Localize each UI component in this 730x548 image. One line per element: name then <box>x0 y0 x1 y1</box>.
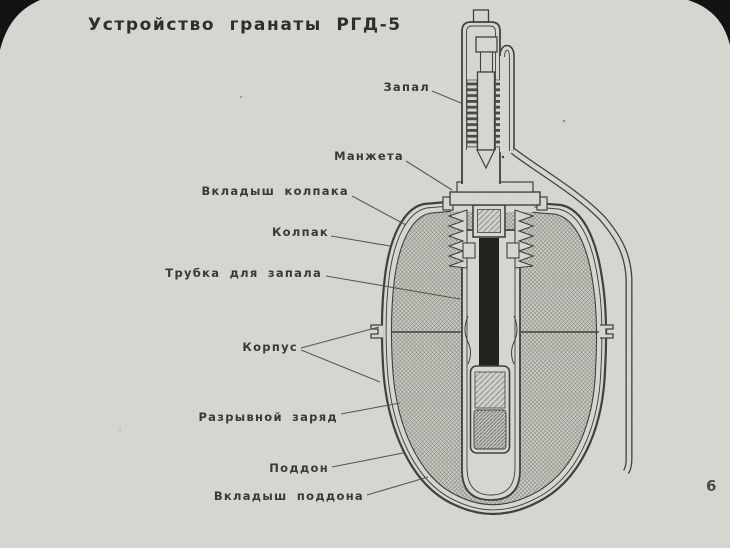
page-number: 6 <box>706 477 717 495</box>
label-vkladysh-kolpaka: Вкладыш колпака <box>201 184 349 198</box>
label-kolpak: Колпак <box>271 225 329 239</box>
slide-title: Устройство гранаты РГД-5 <box>88 15 402 35</box>
label-poddon: Поддон <box>269 461 329 475</box>
label-vkladysh-poddona: Вкладыш поддона <box>213 489 364 503</box>
label-razryvnoy-zaryad: Разрывной заряд <box>198 410 338 424</box>
label-manzheta: Манжета <box>334 149 404 163</box>
label-korpus: Корпус <box>242 340 298 354</box>
label-trubka: Трубка для запала <box>165 266 322 280</box>
label-zapal: Запал <box>383 80 430 94</box>
